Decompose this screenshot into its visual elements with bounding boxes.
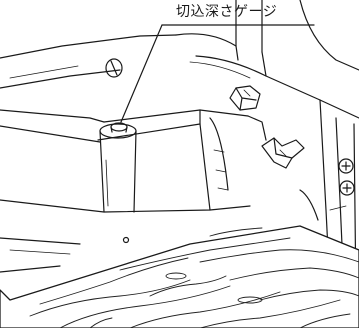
depth-gauge [99,122,137,213]
machine-housing [0,0,359,119]
side-frame [0,109,267,211]
wood-board [0,225,359,329]
screw-icon [105,58,123,78]
screw-icon [338,158,354,174]
base-rail [0,199,251,273]
depth-gauge-label: 切込深さゲージ [176,4,278,20]
wing-nut-icon [261,137,305,169]
screw-icon [339,180,355,196]
hex-nut-icon [229,85,261,111]
callout-leader [120,24,315,123]
